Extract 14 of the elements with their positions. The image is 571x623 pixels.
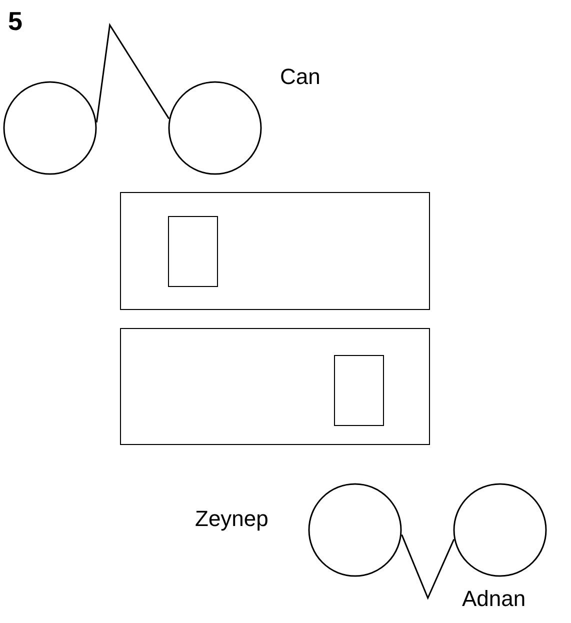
name-label: Can [280, 66, 320, 88]
connector-line [96, 22, 170, 122]
name-label: Adnan [462, 588, 526, 610]
figure-number: 5 [8, 8, 22, 34]
rectangle-box [334, 355, 384, 426]
circle-shape [3, 81, 97, 175]
rectangle-box [120, 192, 430, 310]
name-label: Zeynep [195, 508, 268, 530]
rectangle-box [168, 216, 218, 287]
circle-shape [453, 483, 547, 577]
circle-shape [308, 483, 402, 577]
circle-shape [168, 81, 262, 175]
rectangle-box [120, 328, 430, 445]
connector-line [401, 534, 455, 600]
